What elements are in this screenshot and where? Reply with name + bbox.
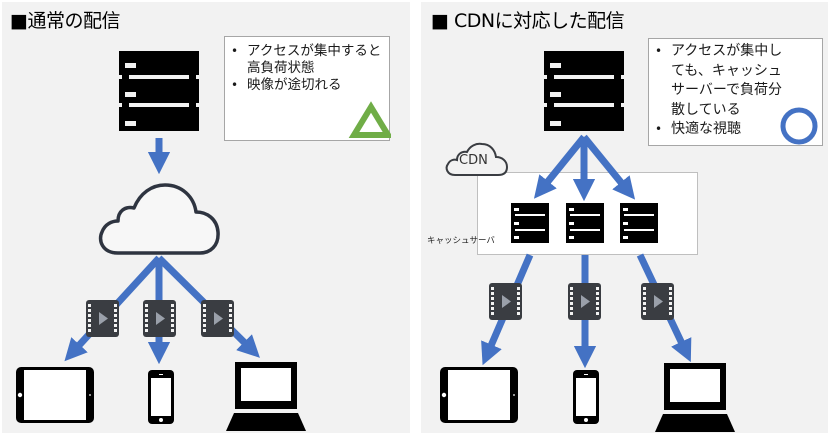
- video-icon: [568, 283, 601, 320]
- laptop-icon: [226, 362, 306, 431]
- origin-server-icon: [119, 51, 199, 131]
- video-icon: [201, 300, 234, 337]
- circle-icon: [780, 107, 818, 145]
- video-icon: [86, 300, 119, 337]
- title-marker: ■: [431, 10, 449, 32]
- origin-server-icon: [544, 51, 624, 131]
- cdn-delivery-title: ■ CDNに対応した配信: [431, 6, 625, 33]
- video-icon: [143, 300, 176, 337]
- arrow: [581, 134, 636, 200]
- video-icon: [489, 283, 522, 320]
- cdn-cloud-icon: [445, 142, 509, 176]
- title-text: CDNに対応した配信: [448, 10, 625, 32]
- laptop-icon: [655, 363, 735, 432]
- cdn-delivery-note: アクセスが集中しても、キャッシュサーバーで負荷分散している 快適な視聴: [648, 38, 823, 146]
- triangle-icon: [348, 101, 391, 138]
- note-item: 映像が途切れる: [225, 77, 389, 94]
- video-icon: [641, 283, 674, 320]
- arrow: [533, 134, 587, 199]
- title-marker: ■: [10, 10, 28, 32]
- tablet-icon: [16, 367, 94, 423]
- cdn-label: CDN: [459, 153, 488, 168]
- tablet-icon: [440, 367, 518, 423]
- cache-server-icon: [620, 203, 658, 243]
- smartphone-icon: [573, 370, 599, 424]
- cache-server-icon: [566, 203, 604, 243]
- cache-server-icon: [511, 203, 549, 243]
- note-item: 快適な視聴: [649, 120, 822, 139]
- cache-server-label: キャッシュサーバ: [427, 236, 495, 246]
- note-item: アクセスが集中すると高負荷状態: [225, 43, 389, 77]
- normal-delivery-title: ■通常の配信: [10, 6, 120, 33]
- normal-delivery-note: アクセスが集中すると高負荷状態 映像が途切れる: [224, 36, 391, 141]
- title-text: 通常の配信: [27, 10, 120, 32]
- note-item: アクセスが集中しても、キャッシュサーバーで負荷分散している: [649, 42, 791, 120]
- smartphone-icon: [148, 370, 174, 424]
- cloud-icon: [98, 183, 220, 255]
